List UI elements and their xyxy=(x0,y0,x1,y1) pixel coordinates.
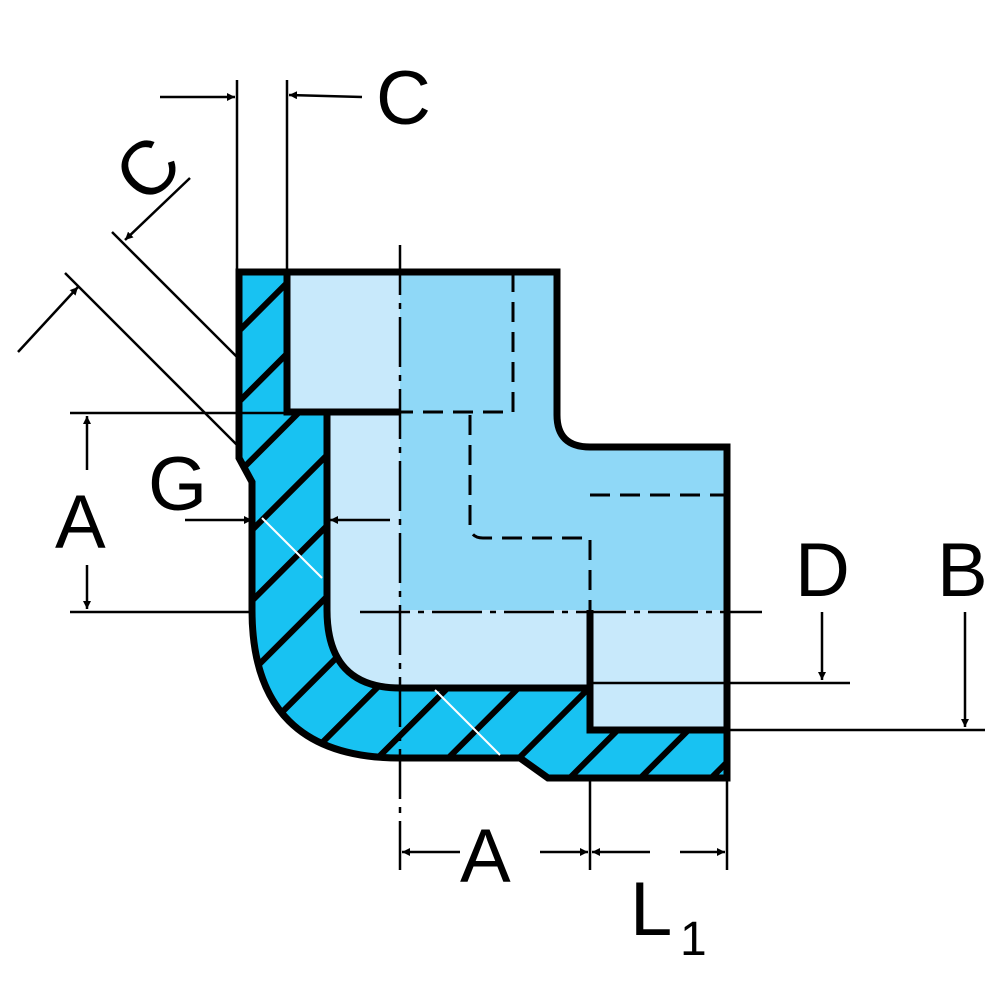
hidden-lines xyxy=(400,272,727,610)
dimension-lines xyxy=(17,80,985,870)
label-a-left: A xyxy=(55,480,106,565)
label-c-diag: C xyxy=(98,120,197,219)
label-l-subscript: 1 xyxy=(680,913,707,966)
outer-outline xyxy=(235,268,731,782)
label-a-bottom: A xyxy=(460,814,511,899)
label-b: B xyxy=(937,528,988,613)
label-g: G xyxy=(148,442,207,527)
passage-bore xyxy=(327,415,590,688)
centerlines xyxy=(360,245,762,870)
outlet-bore xyxy=(590,610,727,730)
inlet-bore xyxy=(287,272,400,412)
label-l: L xyxy=(630,867,672,952)
label-c-top: C xyxy=(376,56,431,141)
label-d: D xyxy=(795,528,850,613)
